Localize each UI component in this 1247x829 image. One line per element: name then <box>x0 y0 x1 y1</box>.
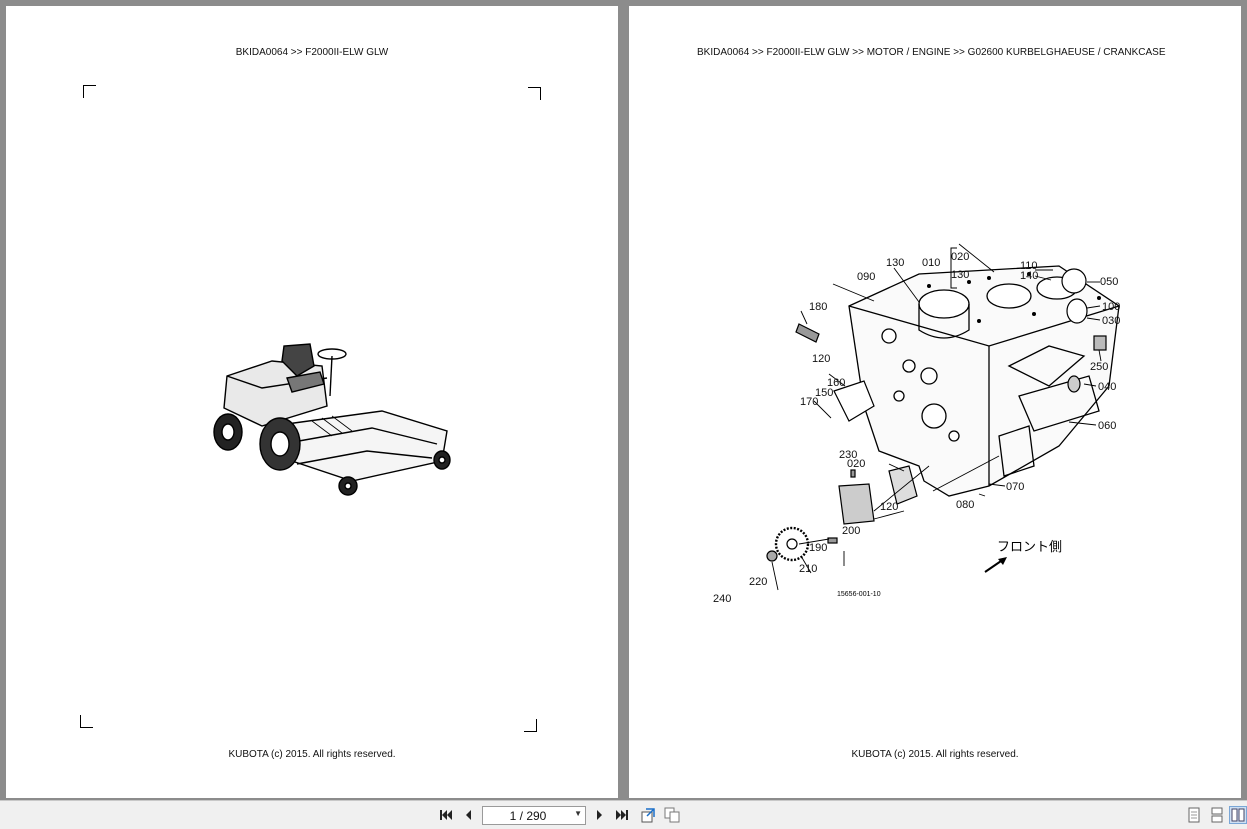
export-icon <box>641 808 655 823</box>
left-page: BKIDA0064 >> F2000II-ELW GLW <box>6 6 618 798</box>
front-label: フロント側 <box>997 539 1062 554</box>
crop-mark <box>83 85 96 98</box>
part-label: 050 <box>1100 276 1118 288</box>
right-page: BKIDA0064 >> F2000II-ELW GLW >> MOTOR / … <box>629 6 1241 798</box>
two-page-view-icon <box>1231 808 1245 822</box>
page-footer: KUBOTA (c) 2015. All rights reserved. <box>228 749 396 760</box>
part-label: 040 <box>1098 381 1116 393</box>
part-labels: 130 010 020 130 110 140 050 090 180 100 … <box>713 251 1120 605</box>
viewer-toolbar: 1 / 290 ▼ <box>0 800 1247 829</box>
part-label: 210 <box>799 563 817 575</box>
part-label: 090 <box>857 271 875 283</box>
part-label: 140 <box>1020 270 1038 282</box>
last-page-button[interactable] <box>613 806 631 824</box>
last-page-icon <box>616 810 628 820</box>
mower-illustration <box>213 343 451 496</box>
two-page-view-button[interactable] <box>1229 806 1247 824</box>
part-label: 110 <box>1020 260 1038 272</box>
part-label: 200 <box>842 525 860 537</box>
part-label: 030 <box>1102 315 1120 327</box>
part-label: 120 <box>880 501 898 513</box>
figure-code: 15656-001-10 <box>837 591 881 598</box>
continuous-view-button[interactable] <box>1208 806 1226 824</box>
continuous-view-icon <box>1211 807 1223 823</box>
part-label: 120 <box>812 353 830 365</box>
page-header: BKIDA0064 >> F2000II-ELW GLW >> MOTOR / … <box>697 47 1166 58</box>
crankcase-diagram: 130 010 020 130 110 140 050 090 180 100 … <box>713 243 1120 605</box>
page-footer: KUBOTA (c) 2015. All rights reserved. <box>851 749 1019 760</box>
part-label: 170 <box>800 396 818 408</box>
part-label: 220 <box>749 576 767 588</box>
part-label: 130 <box>886 257 904 269</box>
page-header: BKIDA0064 >> F2000II-ELW GLW <box>235 47 389 58</box>
next-page-button[interactable] <box>591 806 609 824</box>
part-label: 070 <box>1006 481 1024 493</box>
single-page-view-button[interactable] <box>1185 806 1203 824</box>
part-label: 180 <box>809 301 827 313</box>
part-label: 190 <box>809 542 827 554</box>
page-number-select[interactable]: 1 / 290 ▼ <box>482 806 586 825</box>
front-arrow-icon <box>984 557 1007 573</box>
copy-icon <box>664 807 680 823</box>
next-page-icon <box>597 810 602 820</box>
first-page-icon <box>440 810 452 820</box>
part-label: 150 <box>815 387 833 399</box>
page-indicator: 1 / 290 <box>509 809 547 823</box>
prev-page-button[interactable] <box>459 806 477 824</box>
export-button[interactable] <box>639 806 657 824</box>
part-label: 080 <box>956 499 974 511</box>
part-label: 060 <box>1098 420 1116 432</box>
part-label: 240 <box>713 593 731 605</box>
part-label: 230 <box>839 449 857 461</box>
crop-mark <box>524 719 537 732</box>
part-label: 100 <box>1102 301 1120 313</box>
crop-mark <box>528 87 541 100</box>
crop-mark <box>80 715 93 728</box>
part-label: 250 <box>1090 361 1108 373</box>
first-page-button[interactable] <box>437 806 455 824</box>
single-page-view-icon <box>1188 807 1200 823</box>
part-label: 160 <box>827 377 845 389</box>
part-label: 010 <box>922 257 940 269</box>
part-label: 020 <box>951 251 969 263</box>
copy-button[interactable] <box>663 806 681 824</box>
part-label: 130 <box>951 269 969 281</box>
part-label: 020 <box>847 458 865 470</box>
prev-page-icon <box>466 810 471 820</box>
chevron-down-icon: ▼ <box>574 809 582 818</box>
